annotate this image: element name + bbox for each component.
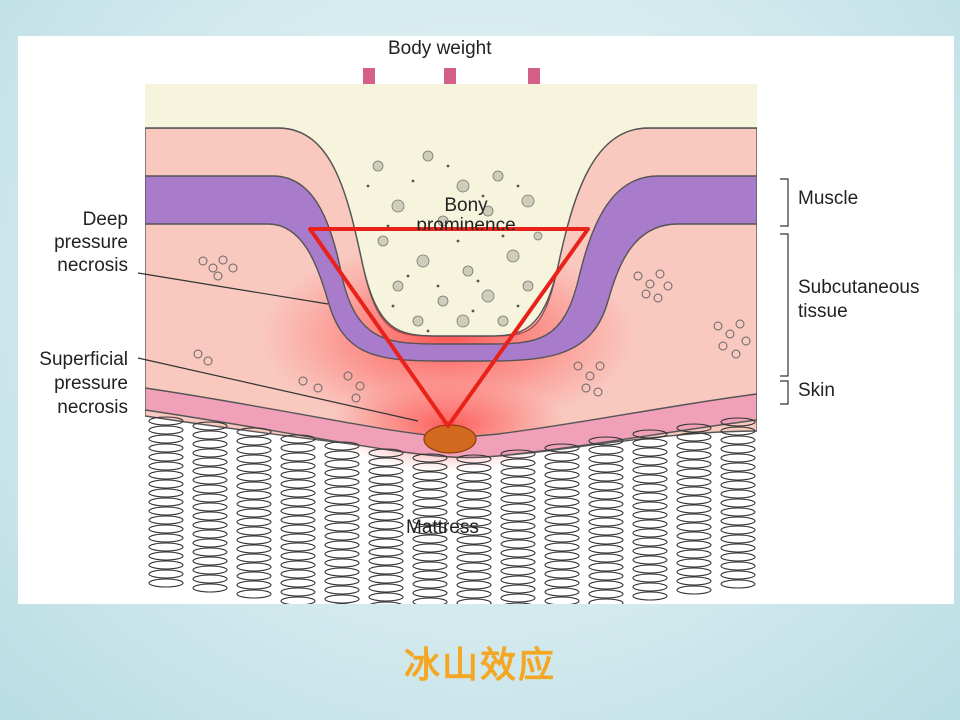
deep-label-line: necrosis: [57, 255, 128, 276]
muscle-label: Muscle: [798, 188, 859, 209]
bony-label-line2: prominence: [416, 216, 516, 230]
subcutaneous-label-line: tissue: [798, 301, 848, 322]
superficial-pressure-necrosis-label: Superficial pressure necrosis: [18, 348, 128, 420]
diagram-panel: Body weight Bony prominence Mattress Dee…: [18, 36, 954, 604]
pressure-ulcer-diagram: [137, 68, 789, 604]
deep-label-line: Deep: [82, 209, 128, 230]
bone-texture: [372, 150, 543, 328]
skin-label: Skin: [798, 380, 835, 401]
bony-label-line1: Bony: [444, 195, 488, 216]
bony-prominence-label: Bony prominence: [396, 195, 536, 231]
skin-layer: [145, 387, 757, 459]
subcutaneous-label-line: Subcutaneous: [798, 277, 920, 298]
superficial-label-line: necrosis: [57, 397, 128, 418]
fat-clusters: [193, 255, 751, 403]
subcutaneous-tissue-label: Subcutaneous tissue: [798, 276, 920, 324]
leader-lines: [137, 178, 789, 422]
mattress-label: Mattress: [406, 517, 479, 538]
pressure-contact-point: [423, 424, 477, 454]
superficial-label-line: pressure: [54, 373, 128, 394]
deep-label-line: pressure: [54, 232, 128, 253]
superficial-label-line: Superficial: [39, 349, 128, 370]
iceberg-triangle: [308, 227, 590, 428]
deep-pressure-necrosis-label: Deep pressure necrosis: [18, 208, 128, 277]
body-weight-label: Body weight: [388, 38, 492, 59]
slide-caption: 冰山效应: [403, 645, 556, 686]
muscle-layer: [145, 175, 757, 362]
